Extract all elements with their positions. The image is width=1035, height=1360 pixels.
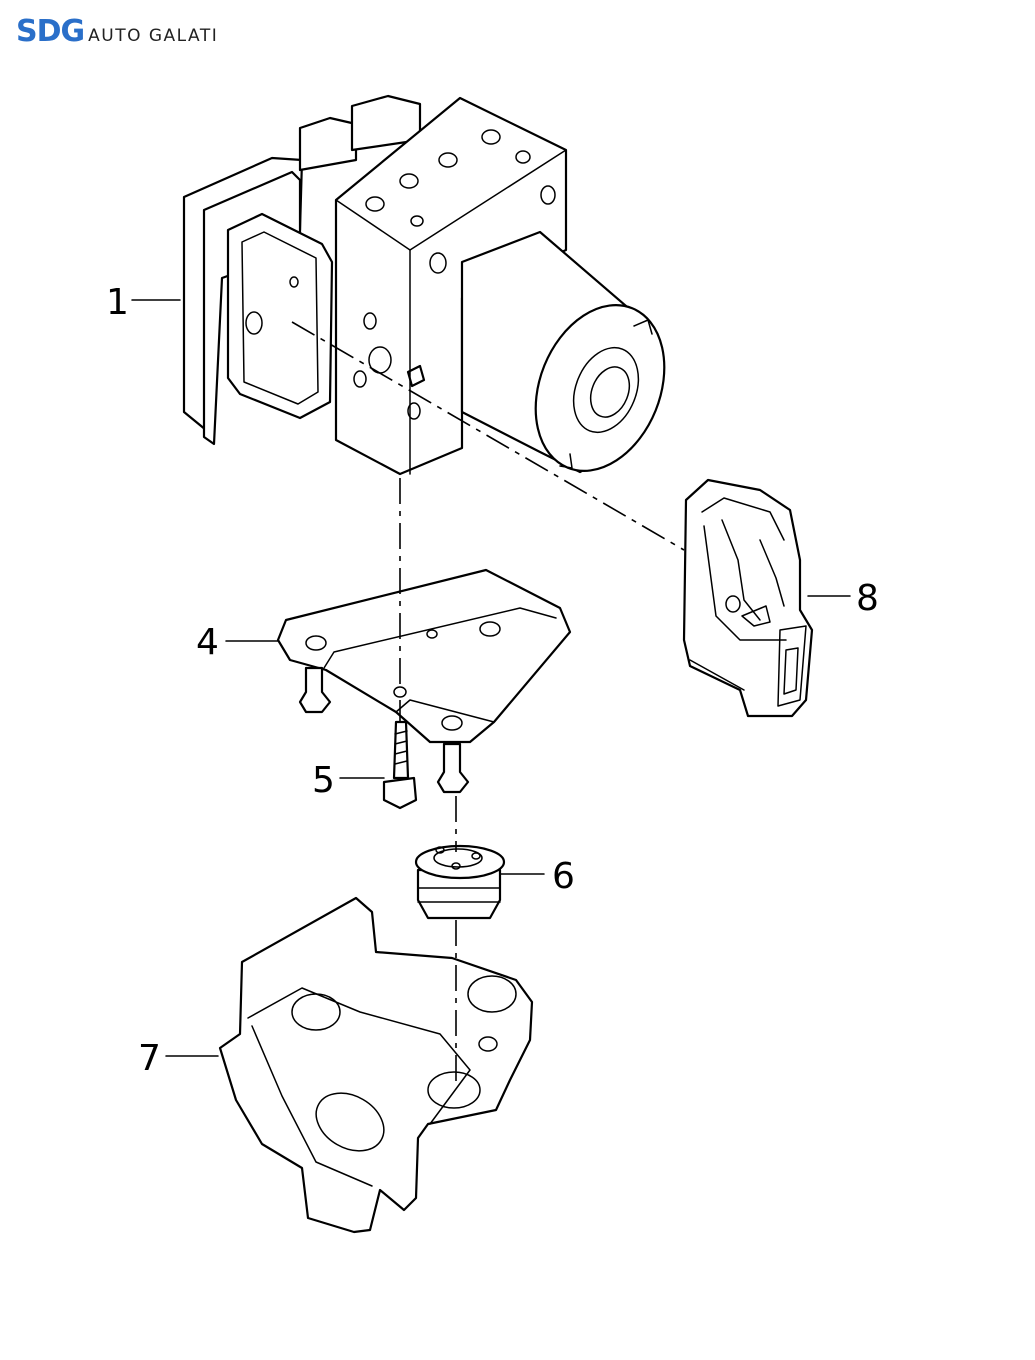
bolt — [382, 720, 418, 810]
brand-logo: SDG AUTO GALATI — [16, 14, 218, 49]
control-unit — [682, 478, 814, 718]
assembly-lines — [291, 321, 685, 1086]
rubber-mount — [414, 844, 506, 920]
mounting-plate — [218, 896, 534, 1234]
callout-8: 8 — [856, 578, 879, 619]
leader-lines — [131, 299, 851, 1057]
callout-4: 4 — [196, 622, 219, 663]
callout-1: 1 — [106, 282, 129, 323]
callout-6: 6 — [552, 856, 575, 897]
abs-unit — [182, 94, 666, 476]
brand-name: AUTO GALATI — [88, 26, 219, 46]
callout-5: 5 — [312, 760, 335, 801]
brand-mark: SDG — [16, 14, 85, 49]
callout-7: 7 — [138, 1038, 161, 1079]
bracket — [276, 568, 572, 794]
